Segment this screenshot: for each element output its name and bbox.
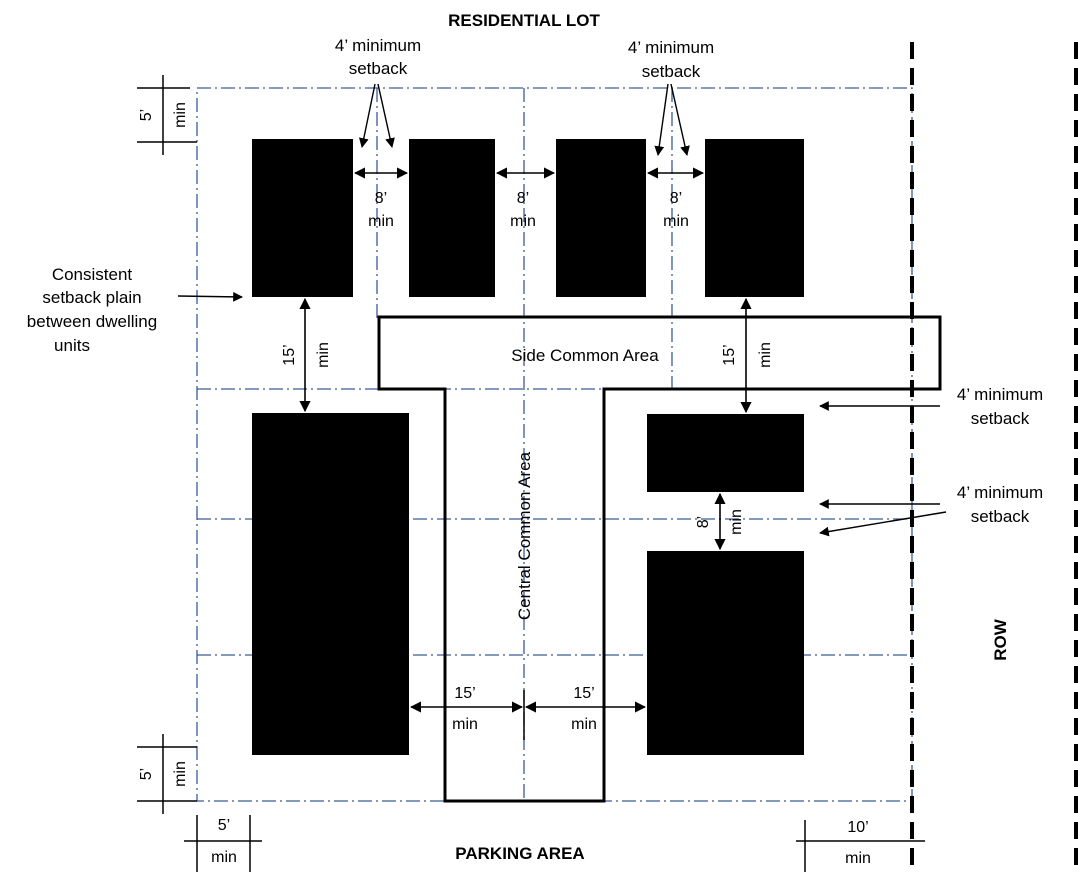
dwelling-unit [705,139,804,297]
dim-lot-bottom: 5’ min [137,734,197,814]
svg-text:min: min [728,509,745,535]
svg-text:setback: setback [971,409,1030,428]
row-label: ROW [991,618,1010,661]
svg-text:5’: 5’ [218,817,230,834]
dwelling-unit [252,139,353,297]
dwelling-unit [252,413,409,755]
dim-bottom: 15’ min 15’ min [409,685,647,740]
svg-text:min: min [510,213,536,230]
dwelling-unit [647,551,804,755]
svg-text:units: units [54,336,90,355]
dim-lot-left: 5’ min [184,815,262,872]
svg-text:4’ minimum: 4’ minimum [628,38,714,57]
svg-text:min: min [571,716,597,733]
svg-text:setback: setback [971,507,1030,526]
dim-gap-2: 8’ min [495,167,556,230]
svg-text:10’: 10’ [847,819,868,836]
callout-right-lower: 4’ minimum setback [819,483,1043,537]
svg-text:setback plain: setback plain [42,288,141,307]
dim-lot-row: 10’ min [796,819,925,872]
svg-text:8’: 8’ [517,190,529,207]
svg-text:5’: 5’ [138,109,155,121]
central-common-area-label: Central Common Area [515,451,534,620]
callout-top-left: 4’ minimum setback [335,36,421,148]
dim-vertical-left: 15’ min [281,297,332,413]
title-label: RESIDENTIAL LOT [448,11,600,30]
dim-gap-1: 8’ min [353,167,409,230]
svg-text:8’: 8’ [375,190,387,207]
svg-text:min: min [211,849,237,866]
svg-text:min: min [757,342,774,368]
svg-text:between dwelling: between dwelling [27,312,157,331]
svg-text:min: min [663,213,689,230]
svg-text:min: min [172,761,189,787]
dim-gap-3: 8’ min [646,167,705,230]
svg-text:min: min [172,102,189,128]
svg-text:4’ minimum: 4’ minimum [957,483,1043,502]
svg-text:15’: 15’ [721,344,738,365]
dim-vertical-right: 15’ min [721,297,774,414]
dwelling-unit [409,139,495,297]
svg-text:min: min [845,850,871,867]
callout-top-right: 4’ minimum setback [628,38,714,156]
dwelling-units [252,139,804,755]
dim-lot-top: 5’ min [137,75,197,155]
svg-text:setback: setback [642,62,701,81]
svg-text:min: min [315,342,332,368]
svg-text:15’: 15’ [454,685,475,702]
dwelling-unit [556,139,646,297]
svg-text:4’ minimum: 4’ minimum [957,385,1043,404]
svg-text:15’: 15’ [573,685,594,702]
svg-text:Consistent: Consistent [52,265,133,284]
svg-text:setback: setback [349,59,408,78]
svg-text:15’: 15’ [281,344,298,365]
svg-text:8’: 8’ [670,190,682,207]
svg-text:5’: 5’ [138,768,155,780]
side-common-area-label: Side Common Area [511,346,659,365]
callout-right-upper: 4’ minimum setback [819,385,1043,428]
svg-text:8’: 8’ [695,516,712,528]
callout-consistent-setback: Consistent setback plain between dwellin… [27,265,243,355]
svg-text:min: min [452,716,478,733]
parking-area-label: PARKING AREA [455,844,584,863]
common-area-outline [377,315,942,803]
svg-text:4’ minimum: 4’ minimum [335,36,421,55]
dim-between-right: 8’ min [695,492,745,551]
dwelling-unit [647,414,804,492]
svg-text:min: min [368,213,394,230]
